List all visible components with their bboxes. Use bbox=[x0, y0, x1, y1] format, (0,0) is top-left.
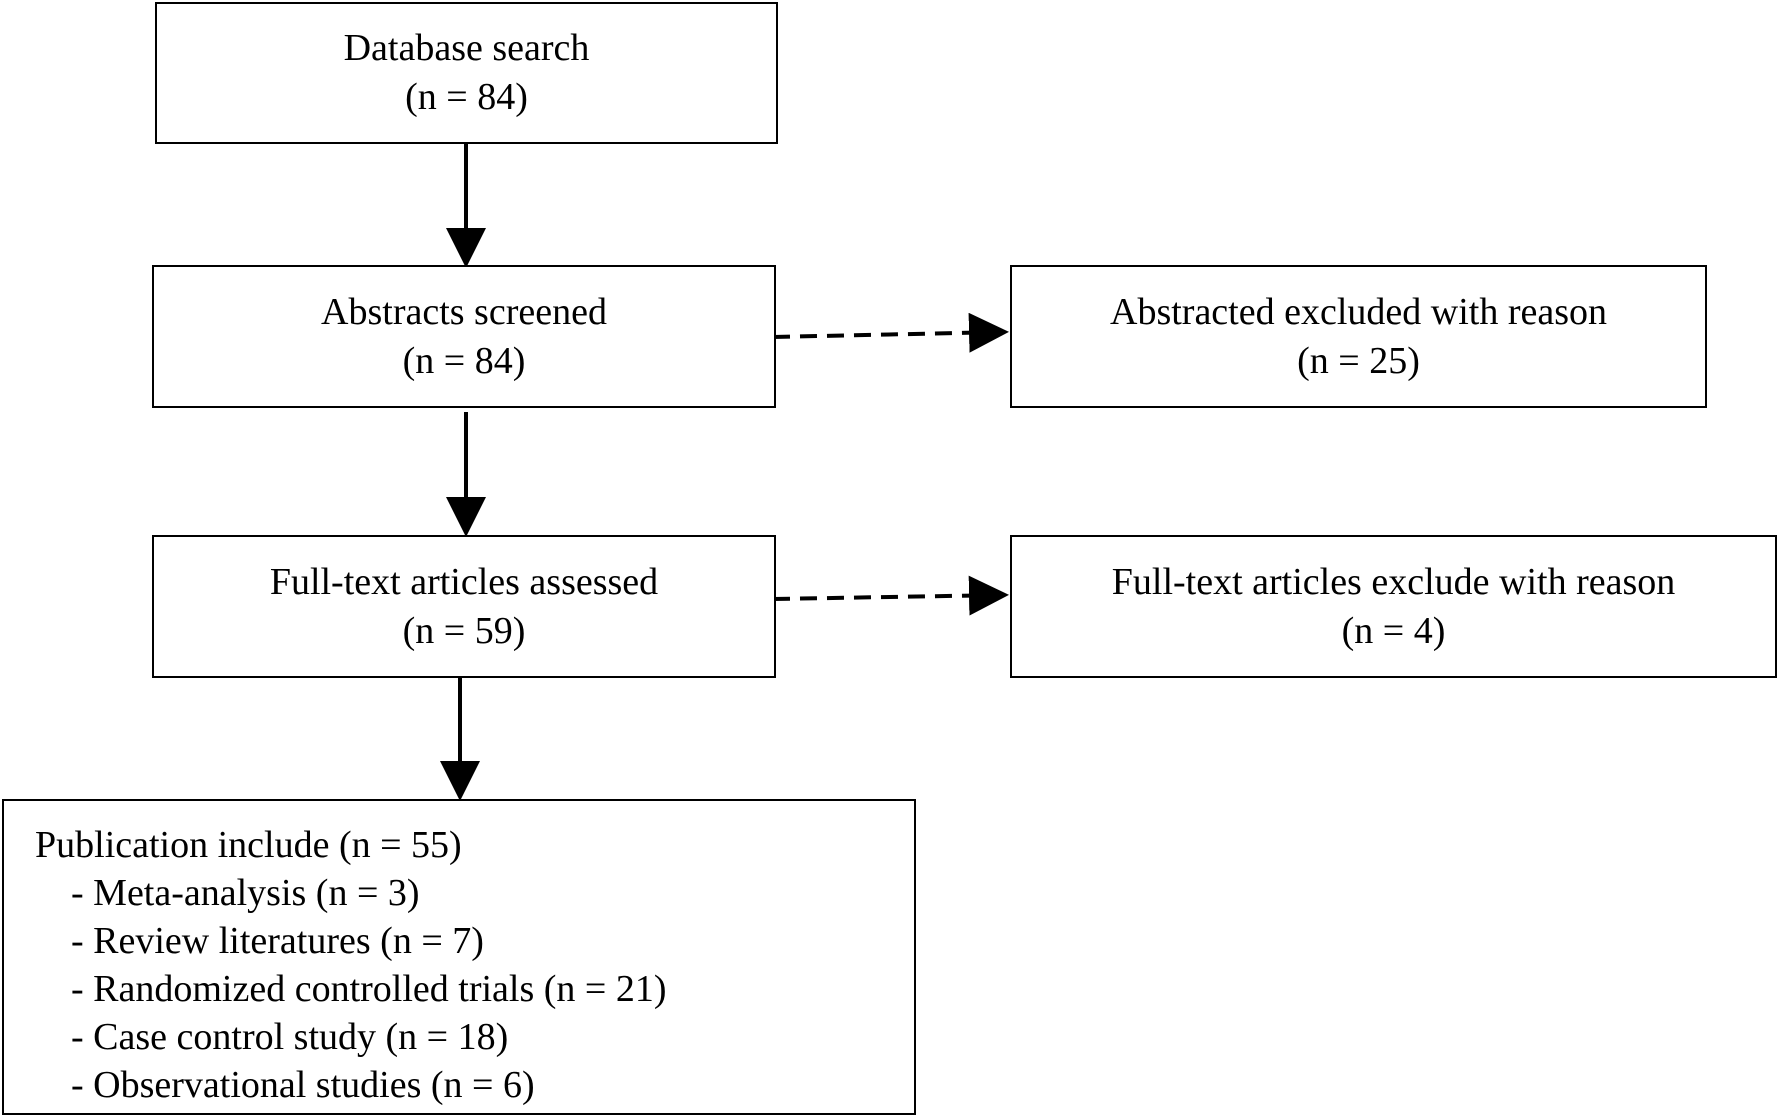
abstracts-excluded-count: (n = 25) bbox=[1297, 339, 1420, 382]
database-search-title: Database search bbox=[343, 27, 590, 69]
publication-item: - Observational studies (n = 6) bbox=[71, 1064, 535, 1106]
database-search-box: Database search (n = 84) bbox=[155, 2, 778, 144]
fulltext-excluded-box: Full-text articles exclude with reason (… bbox=[1010, 535, 1777, 678]
arrow-fulltext-to-excluded bbox=[772, 575, 1009, 616]
abstracts-excluded-box: Abstracted excluded with reason (n = 25) bbox=[1010, 265, 1707, 408]
database-search-count: (n = 84) bbox=[405, 76, 528, 118]
publication-include-box: Publication include (n = 55) - Meta-anal… bbox=[2, 799, 916, 1115]
publication-item: - Case control study (n = 18) bbox=[71, 1016, 509, 1058]
fulltext-excluded-title: Full-text articles exclude with reason bbox=[1111, 560, 1676, 603]
arrow-abstracts-to-excluded bbox=[772, 312, 1009, 353]
abstracts-screened-count: (n = 84) bbox=[402, 339, 526, 382]
publication-item: - Randomized controlled trials (n = 21) bbox=[71, 968, 667, 1010]
fulltext-assessed-box: Full-text articles assessed (n = 59) bbox=[152, 535, 776, 678]
fulltext-assessed-count: (n = 59) bbox=[402, 609, 526, 652]
publication-include-title: Publication include (n = 55) bbox=[35, 824, 462, 866]
abstracts-screened-title: Abstracts screened bbox=[321, 290, 607, 333]
publication-item: - Meta-analysis (n = 3) bbox=[71, 872, 420, 914]
fulltext-assessed-title: Full-text articles assessed bbox=[269, 560, 659, 603]
publication-item: - Review literatures (n = 7) bbox=[71, 920, 484, 962]
abstracts-excluded-title: Abstracted excluded with reason bbox=[1110, 290, 1607, 333]
fulltext-excluded-count: (n = 4) bbox=[1341, 609, 1446, 652]
abstracts-screened-box: Abstracts screened (n = 84) bbox=[152, 265, 776, 408]
